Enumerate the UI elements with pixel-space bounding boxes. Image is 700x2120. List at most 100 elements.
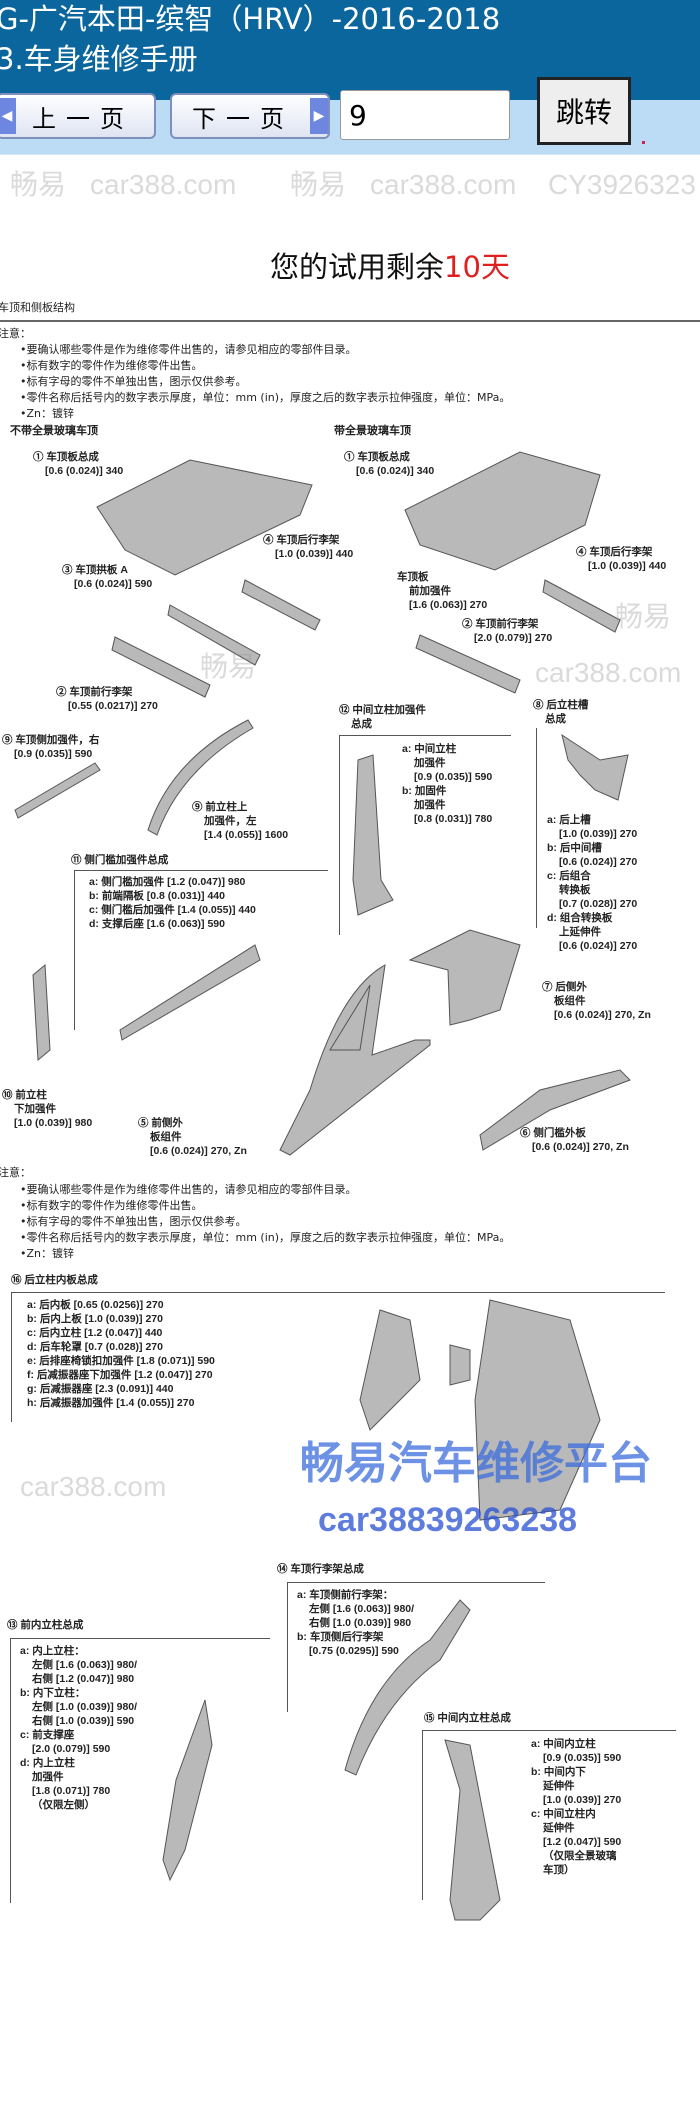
label-line: 右侧 [1.0 (0.039)] 980 — [309, 1617, 412, 1629]
label-line: ① 车顶板总成 — [344, 451, 410, 463]
label-line: b: 加固件 — [402, 785, 447, 797]
label-rack-assy-list: a: 车顶侧前行李架：左侧 [1.6 (0.063)] 980/右侧 [1.0 … — [297, 1588, 414, 1658]
next-page-button[interactable]: 下一页▶ — [170, 93, 330, 139]
label-line: [0.6 (0.024)] 590 — [74, 578, 153, 590]
page-number-input[interactable] — [340, 90, 510, 140]
label-c-channel-head: ⑧ 后立柱槽总成 — [533, 698, 588, 726]
manual-title: G-广汽本田-缤智（HRV）-2016-2018 — [0, 2, 501, 36]
label-sill-outer: ⑥ 侧门槛外板 [0.6 (0.024)] 270, Zn — [520, 1126, 629, 1154]
label-line: 延伸件 — [543, 1780, 575, 1792]
trial-days: 10天 — [444, 250, 510, 284]
label-b-inner-head: ⑮ 中间内立柱总成 — [424, 1711, 511, 1725]
label-line: 车顶板 — [397, 571, 429, 583]
rack-assy-shape — [344, 1599, 471, 1776]
label-line: ⑦ 后侧外 — [542, 981, 587, 993]
label-a-pillar-upper: ⑨ 前立柱上加强件，左[1.4 (0.055)] 1600 — [192, 800, 288, 842]
label-rear-rack-r: ④ 车顶后行李架[1.0 (0.039)] 440 — [576, 545, 666, 573]
label-line: c: 前支撑座 — [20, 1729, 75, 1741]
label-line: 加强件 — [414, 757, 446, 769]
frame-c-channel — [536, 728, 700, 928]
label-line: （仅限全景玻璃 — [543, 1850, 617, 1862]
dot-marker — [642, 141, 645, 144]
watermark-brand: 畅易汽车维修平台 — [300, 1438, 652, 1489]
label-line: 前加强件 — [409, 585, 451, 597]
roof-panel-shape — [96, 459, 313, 576]
roof-arch-shape — [167, 604, 261, 666]
label-line: [1.0 (0.039)] 270 — [543, 1794, 622, 1806]
label-line: a: 中间内立柱 — [531, 1738, 596, 1750]
next-page-label: 下一页 — [192, 104, 294, 133]
label-line: 板组件 — [554, 995, 586, 1007]
note-2: •标有数字的零件作为维修零件出售。 — [20, 359, 203, 372]
label-line: [0.9 (0.035)] 590 — [543, 1752, 622, 1764]
rear-outer-shape — [408, 929, 521, 1026]
label-front-rack-l: ② 车顶前行李架[0.55 (0.0217)] 270 — [56, 685, 158, 713]
notes-title-2: 注意： — [0, 1166, 31, 1179]
label-line: ④ 车顶后行李架 — [263, 534, 340, 546]
b-pillar-shape — [352, 754, 394, 916]
label-line: ⑬ 前内立柱总成 — [7, 1619, 84, 1631]
trial-text: 您的试用剩余 — [270, 250, 445, 284]
label-line: [0.6 (0.024)] 270, Zn — [532, 1141, 629, 1153]
label-line: ① 车顶板总成 — [33, 451, 99, 463]
frame-b-pillar — [339, 735, 511, 935]
note-4b: •零件名称后括号内的数字表示厚度，单位：mm (in)，厚度之后的数字表示拉伸强… — [20, 1231, 511, 1244]
label-line: c: 后内立柱 [1.2 (0.047)] 440 — [27, 1327, 163, 1339]
label-roof-side-reinf: ⑨ 车顶侧加强件，右[0.9 (0.035)] 590 — [2, 733, 99, 761]
label-line: [0.8 (0.031)] 780 — [414, 813, 493, 825]
label-line: [0.6 (0.024)] 270, Zn — [150, 1145, 247, 1157]
label-line: [0.9 (0.035)] 590 — [414, 771, 493, 783]
label-line: [1.0 (0.039)] 440 — [275, 548, 354, 560]
front-outer-shape — [279, 964, 431, 1156]
front-rack-shape — [111, 636, 211, 698]
prev-page-label: 上一页 — [32, 104, 134, 133]
label-line: ⑯ 后立柱内板总成 — [11, 1274, 98, 1286]
go-to-page-button[interactable]: 跳转 — [537, 77, 631, 145]
label-line: h: 后减振器加强件 [1.4 (0.055)] 270 — [27, 1397, 195, 1409]
label-line: b: 后内上板 [1.0 (0.039)] 270 — [27, 1313, 163, 1325]
label-line: [1.0 (0.039)] 270 — [559, 828, 638, 840]
a-pillar-lower-shape — [32, 963, 51, 1062]
label-line: ③ 车顶拱板 A — [62, 564, 128, 576]
label-front-outer: ⑤ 前侧外板组件[0.6 (0.024)] 270, Zn — [138, 1116, 247, 1158]
label-line: a: 中间立柱 — [402, 743, 457, 755]
label-line: f: 后减振器座下加强件 [1.2 (0.047)] 270 — [27, 1369, 213, 1381]
trial-notice: 您的试用剩余10天 — [0, 244, 700, 286]
label-line: [1.0 (0.039)] 980 — [14, 1117, 93, 1129]
label-line: ⑤ 前侧外 — [138, 1117, 183, 1129]
label-line: e: 后排座椅锁扣加强件 [1.8 (0.071)] 590 — [27, 1355, 215, 1367]
label-line: [2.0 (0.079)] 590 — [32, 1743, 111, 1755]
label-line: g: 后减振器座 [2.3 (0.091)] 440 — [27, 1383, 174, 1395]
label-line: c: 侧门槛后加强件 [1.4 (0.055)] 440 — [89, 904, 256, 916]
note-3: •标有字母的零件不单独出售，图示仅供参考。 — [20, 375, 247, 388]
note-2b: •标有数字的零件作为维修零件出售。 — [20, 1199, 203, 1212]
label-line: c: 后组合 — [547, 870, 591, 882]
label-line: ② 车顶前行李架 — [462, 618, 539, 630]
roof-panel-glass-shape — [404, 451, 601, 571]
prev-page-button[interactable]: ◀上一页 — [0, 93, 156, 139]
label-b-inner-list: a: 中间内立柱 [0.9 (0.035)] 590 b: 中间内下延伸件 [1.0 … — [531, 1737, 621, 1877]
label-line: 总成 — [351, 718, 372, 730]
subhead-no-panorama: 不带全景玻璃车顶 — [10, 424, 98, 437]
label-roof-front-reinf: 车顶板前加强件[1.6 (0.063)] 270 — [397, 570, 487, 612]
note-1: •要确认哪些零件是作为维修零件出售的，请参见相应的零部件目录。 — [20, 343, 357, 356]
c-inner-shape — [359, 1299, 601, 1521]
label-line: [0.75 (0.0295)] 590 — [309, 1645, 399, 1657]
label-line: ④ 车顶后行李架 — [576, 546, 653, 558]
label-line: [1.2 (0.047)] 590 — [543, 1836, 622, 1848]
label-line: b: 中间内下 — [531, 1766, 586, 1778]
label-line: b: 后中间槽 — [547, 842, 602, 854]
section-title: 车顶和侧板结构 — [0, 301, 75, 314]
label-line: [0.6 (0.024)] 270 — [559, 856, 638, 868]
label-line: [0.9 (0.035)] 590 — [14, 748, 93, 760]
label-line: ⑫ 中间立柱加强件 — [339, 704, 426, 716]
label-line: [0.6 (0.024)] 340 — [356, 465, 435, 477]
label-line: ⑥ 侧门槛外板 — [520, 1127, 586, 1139]
label-line: 加强件 — [32, 1771, 64, 1783]
manual-subtitle: 3.车身维修手册 — [0, 42, 198, 76]
rear-rack-r-shape — [542, 579, 621, 633]
frame-c-inner — [11, 1292, 665, 1422]
